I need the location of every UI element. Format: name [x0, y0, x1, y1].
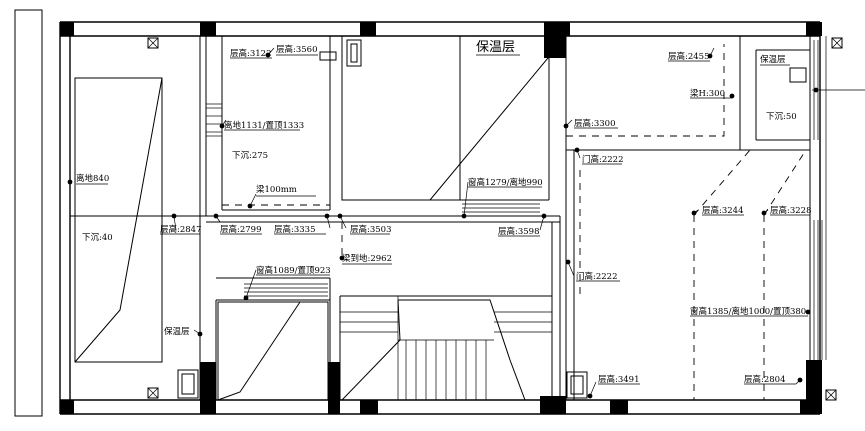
label-door-2222-top: 门高:2222	[582, 154, 624, 165]
label-beam-2962: 梁到地:2962	[342, 253, 392, 264]
label-height-3560: 层高:3560	[276, 44, 318, 55]
vent-boxes	[147, 37, 843, 401]
label-window-1089: 窗高1089/置顶923	[256, 265, 331, 276]
label-height-3598: 层高:3598	[498, 226, 540, 237]
label-height-3300: 层高:3300	[574, 118, 616, 129]
label-beam-300: 梁H:300	[690, 89, 725, 99]
label-offset-840: 离地840	[76, 173, 109, 184]
label-beam-100: 梁100mm	[256, 185, 297, 195]
stairs	[340, 296, 552, 400]
dashed-outlines	[222, 44, 807, 400]
label-height-3122: 层高:3122	[230, 48, 272, 59]
label-sink-275: 下沉:275	[232, 151, 268, 161]
label-sink-50: 下沉:50	[766, 112, 797, 122]
label-height-3244: 层高:3244	[702, 205, 744, 216]
label-height-2799: 层高:2799	[220, 224, 262, 235]
label-height-2455: 层高:2455	[668, 51, 710, 62]
label-height-3228: 层高:3228	[770, 205, 812, 216]
label-height-2804: 层高:2804	[744, 374, 786, 385]
leader-lines	[173, 47, 801, 397]
left-border-frame	[14, 9, 43, 417]
label-insulation-right: 保温层	[760, 54, 786, 65]
structural-columns	[60, 22, 822, 414]
label-height-3335: 层高:3335	[274, 224, 316, 235]
label-offset-1131: 离地1131/置顶1333	[224, 120, 304, 131]
annotation-labels: 保温层 保温层 保温层 层高:3122 层高:3560 层高:2455 梁H:3…	[76, 40, 812, 385]
fixtures	[177, 39, 807, 399]
label-window-1385: 窗高1385/离地1000/置顶380	[690, 306, 806, 317]
label-insulation-left: 保温层	[164, 326, 190, 337]
label-window-1279: 窗高1279/离地990	[468, 177, 543, 188]
label-door-2222-mid: 门高:2222	[576, 271, 618, 282]
label-insulation-top: 保温层	[476, 40, 515, 55]
cabinet-shapes	[74, 35, 549, 401]
label-sink-40: 下沉:40	[82, 233, 113, 243]
label-height-3503: 层高:3503	[350, 224, 392, 235]
label-height-3491: 层高:3491	[598, 374, 640, 385]
label-height-2847: 层高:2847	[160, 224, 202, 235]
